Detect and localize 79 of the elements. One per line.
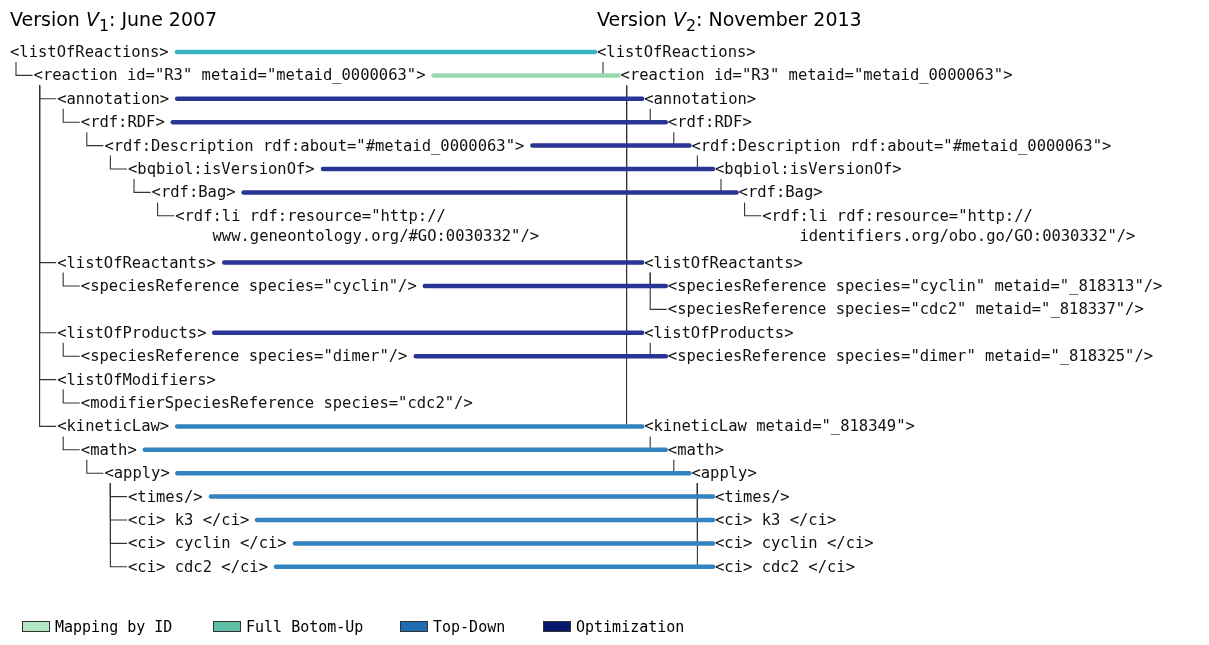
column-heading: Version V$_{1}$: June 2007 bbox=[10, 8, 218, 35]
xml-element-text: <rdf:Bag> bbox=[151, 182, 236, 203]
xml-element-text: <ci> k3 </ci> bbox=[128, 510, 250, 530]
mapping-line bbox=[174, 49, 598, 55]
tree-connector bbox=[86, 459, 104, 474]
xml-element-text: <rdf:RDF> bbox=[667, 112, 752, 133]
tree-connector bbox=[15, 61, 34, 76]
xml-element-text: <bqbiol:isVersionOf> bbox=[715, 159, 902, 179]
xml-element-text: <rdf:Description rdf:about="#metaid_0000063"> bbox=[104, 135, 525, 156]
xml-element-text: <speciesReference species="cyclin"/> bbox=[80, 276, 417, 296]
xml-element-text: <listOfReactions> bbox=[597, 42, 756, 62]
mapping-line bbox=[208, 494, 716, 499]
xml-element-text: <kineticLaw metaid="_818349"> bbox=[644, 416, 915, 437]
xml-element-text: <apply> bbox=[691, 463, 757, 484]
xml-element-text: <math> bbox=[667, 439, 724, 460]
tree-connector bbox=[109, 482, 128, 568]
column-heading: Version V$_{2}$: November 2013 bbox=[597, 8, 862, 35]
xml-element-text: <speciesReference species="cyclin" metaid="_818313"/> bbox=[667, 276, 1163, 296]
xml-element-text: <times/> bbox=[715, 486, 790, 507]
mapping-line bbox=[431, 73, 621, 78]
mapping-line bbox=[254, 517, 716, 523]
tree-connector bbox=[133, 178, 152, 193]
xml-element-text: <apply> bbox=[104, 463, 170, 484]
xml-element-text: <listOfReactants> bbox=[644, 252, 803, 273]
xml-element-text: <bqbiol:isVersionOf> bbox=[128, 159, 315, 179]
tree-connector bbox=[744, 201, 762, 217]
tree-connector bbox=[157, 201, 175, 217]
xml-element-text: <rdf:Description rdf:about="#metaid_0000063"> bbox=[691, 135, 1112, 156]
xml-element-text: <ci> cyclin </ci> bbox=[128, 533, 287, 554]
xml-element-text: <speciesReference species="dimer"/> bbox=[80, 346, 408, 367]
legend-label: Mapping by ID bbox=[55, 618, 173, 636]
mapping-line bbox=[273, 564, 716, 570]
xml-element-text: <reaction id="R3" metaid="metaid_0000063"> bbox=[33, 65, 426, 86]
mapping-line bbox=[292, 541, 716, 546]
mapping-line bbox=[530, 143, 692, 148]
mapping-line bbox=[175, 470, 692, 476]
mapping-line bbox=[174, 96, 645, 102]
xml-element-text: <listOfProducts> bbox=[57, 322, 207, 343]
tree-connector bbox=[62, 342, 81, 357]
xml-element-text: <modifierSpeciesReference species="cdc2"/> bbox=[80, 393, 473, 413]
mapping-line bbox=[170, 119, 669, 125]
xml-element-text: <annotation> bbox=[644, 88, 757, 109]
tree-connector bbox=[62, 389, 81, 404]
xml-element-text: <speciesReference species="dimer" metaid="_818325"/> bbox=[667, 346, 1154, 367]
xml-element-text: <rdf:Bag> bbox=[738, 182, 823, 203]
xml-element-text: <speciesReference species="cdc2" metaid="_818337"/> bbox=[667, 299, 1144, 320]
mapping-line bbox=[422, 283, 669, 289]
mapping-line bbox=[174, 424, 645, 429]
xml-element-text: <rdf:RDF> bbox=[80, 112, 165, 133]
mapping-line bbox=[241, 190, 739, 195]
mapping-line bbox=[142, 447, 669, 453]
tree-connector bbox=[649, 272, 668, 310]
legend-label: Top-Down bbox=[433, 618, 506, 636]
legend-label: Full Botom-Up bbox=[246, 618, 364, 636]
xml-element-text: <listOfProducts> bbox=[644, 322, 794, 343]
xml-element-text: <times/> bbox=[128, 486, 203, 507]
mapping-line bbox=[221, 260, 645, 265]
mapping-line bbox=[413, 353, 669, 359]
xml-element-text: <kineticLaw> bbox=[57, 416, 170, 437]
tree-connector bbox=[62, 108, 81, 123]
tree-connector bbox=[62, 435, 81, 451]
xml-element-text: <ci> cdc2 </ci> bbox=[128, 556, 268, 577]
xml-element-text: <listOfModifiers> bbox=[57, 369, 216, 390]
mapping-line bbox=[211, 330, 645, 336]
xml-element-text: <rdf:li rdf:resource="http:// identifiers.org/obo.go/GO:0030332"/> bbox=[762, 205, 1136, 246]
xml-element-text: <listOfReactants> bbox=[57, 252, 216, 273]
tree-connector bbox=[86, 131, 104, 147]
xml-element-text: <ci> cdc2 </ci> bbox=[715, 556, 855, 577]
tree-connector bbox=[109, 155, 128, 170]
xml-element-text: <rdf:li rdf:resource="http:// www.geneontology.org/#GO:0030332"/> bbox=[175, 205, 549, 246]
legend-label: Optimization bbox=[576, 618, 685, 636]
tree-connector bbox=[62, 272, 81, 287]
xml-element-text: <reaction id="R3" metaid="metaid_0000063"> bbox=[620, 65, 1013, 86]
mapping-line bbox=[320, 166, 716, 172]
xml-element-text: <math> bbox=[80, 439, 137, 460]
xml-element-text: <ci> k3 </ci> bbox=[715, 510, 837, 530]
xml-element-text: <annotation> bbox=[57, 88, 170, 109]
xml-element-text: <ci> cyclin </ci> bbox=[715, 533, 874, 554]
xml-element-text: <listOfReactions> bbox=[10, 42, 169, 62]
